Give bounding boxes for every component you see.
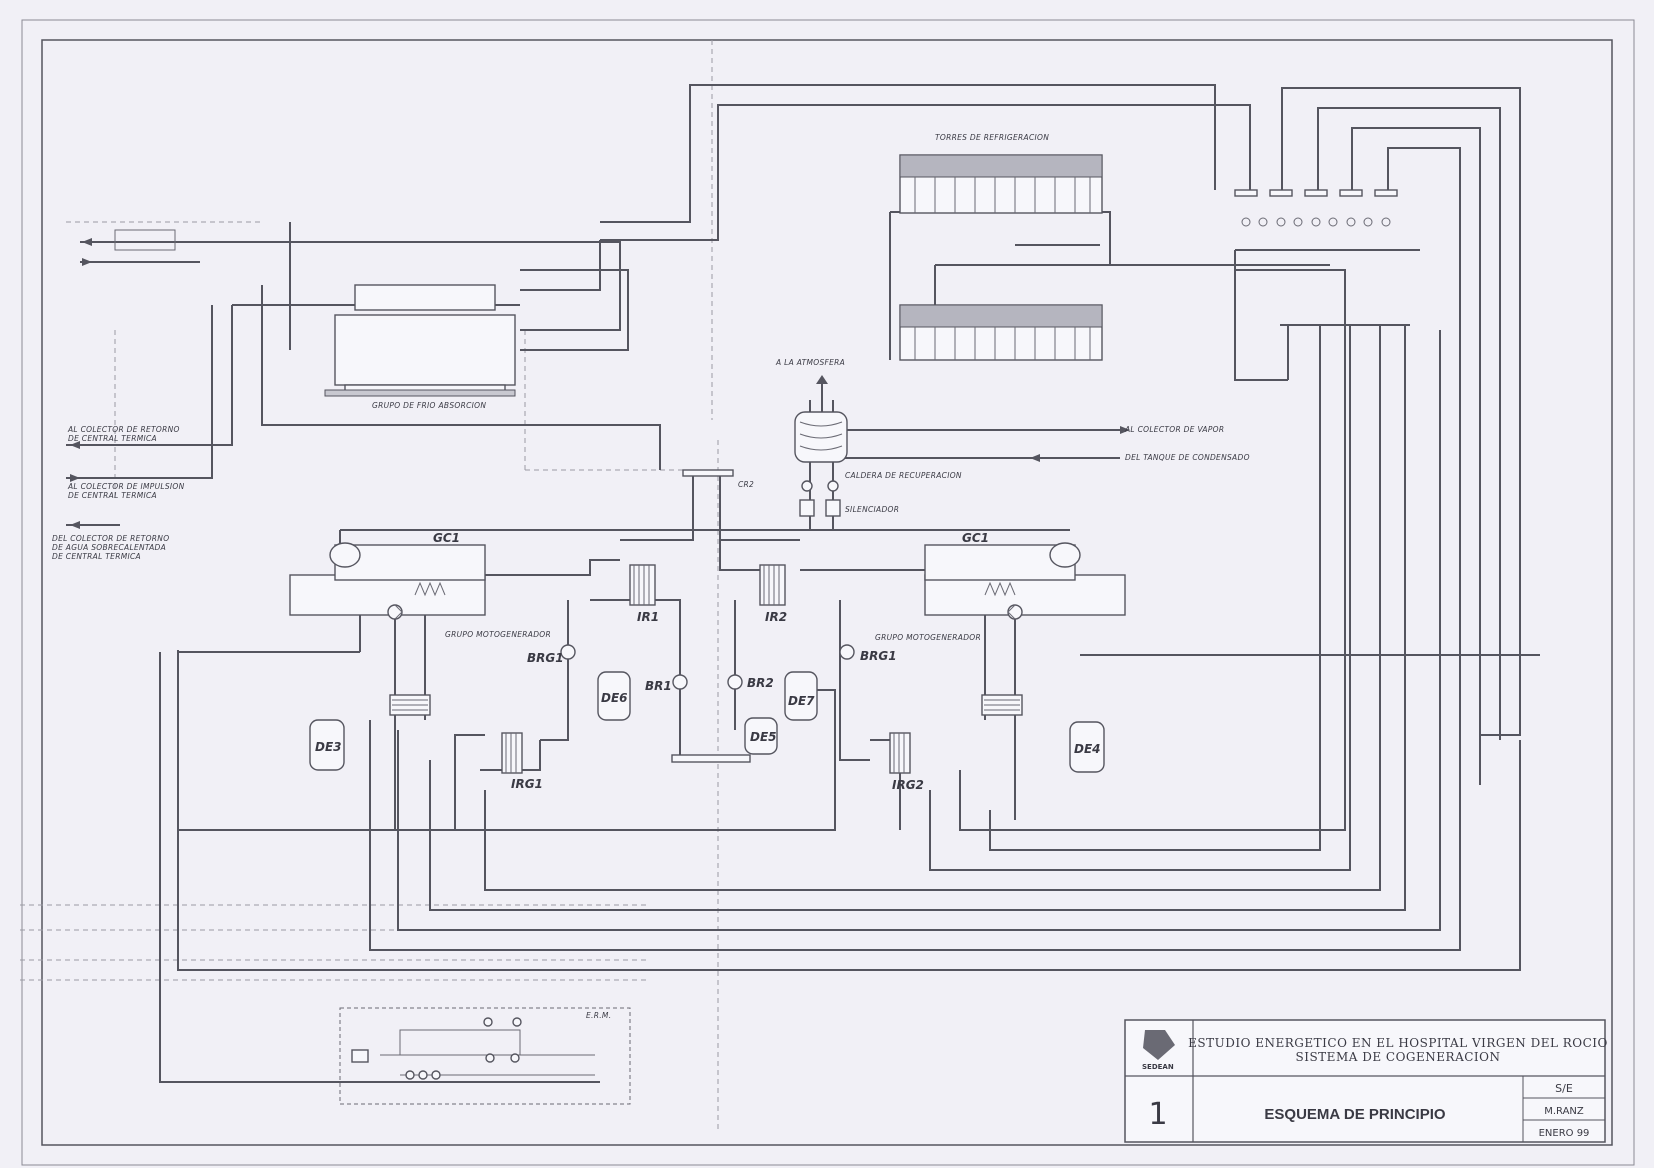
drawing-name: ESQUEMA DE PRINCIPIO <box>1264 1106 1445 1123</box>
heat-exchanger-irg2 <box>889 732 911 774</box>
title-line-1: ESTUDIO ENERGETICO EN EL HOSPITAL VIRGEN… <box>1188 1036 1608 1050</box>
date-value: ENERO 99 <box>1539 1128 1590 1139</box>
label-gc1-right: GC1 <box>962 531 989 545</box>
label-superheated-1: DEL COLECTOR DE RETORNO <box>52 534 169 543</box>
label-de3: DE3 <box>315 740 342 754</box>
label-return-collector-1: AL COLECTOR DE RETORNO <box>67 425 180 434</box>
expansion-tank-de5 <box>744 717 778 755</box>
label-irg1: IRG1 <box>511 777 543 791</box>
recovery-boiler <box>794 375 848 517</box>
label-ir2: IR2 <box>765 610 787 624</box>
heat-exchanger-irg1 <box>501 732 523 774</box>
heat-exchanger-ir2 <box>759 564 786 606</box>
label-impulsion-collector-2: DE CENTRAL TERMICA <box>68 491 157 500</box>
label-recovery-boiler: CALDERA DE RECUPERACION <box>845 471 962 480</box>
label-absorption-group: GRUPO DE FRIO ABSORCION <box>372 401 486 410</box>
pump-brg1-left <box>560 644 576 660</box>
absorption-chiller <box>114 229 516 397</box>
flow-arrows <box>70 238 1130 529</box>
label-de5: DE5 <box>750 730 777 744</box>
label-de4: DE4 <box>1074 742 1101 756</box>
label-brg1-left: BRG1 <box>527 651 564 665</box>
collector-pumps <box>1234 189 1398 227</box>
pump-br2 <box>727 674 743 690</box>
label-cr2: CR2 <box>738 480 754 489</box>
label-ir1: IR1 <box>637 610 659 624</box>
expansion-tank-de4 <box>1069 721 1105 773</box>
erm-station <box>339 1007 631 1105</box>
label-cooling-towers: TORRES DE REFRIGERACION <box>935 133 1049 142</box>
label-return-collector-2: DE CENTRAL TERMICA <box>68 434 157 443</box>
label-br2: BR2 <box>747 676 774 690</box>
plan-number: 1 <box>1148 1097 1167 1132</box>
outer-frame <box>21 19 1635 1166</box>
expansion-tank-de7 <box>784 671 818 721</box>
label-irg2: IRG2 <box>892 778 924 792</box>
pump-br1 <box>672 674 688 690</box>
pump-brg1-right <box>839 644 855 660</box>
label-de7: DE7 <box>788 694 815 708</box>
label-impulsion-collector-1: AL COLECTOR DE IMPULSION <box>67 482 185 491</box>
title-block <box>1124 1019 1606 1143</box>
label-steam-collector: AL COLECTOR DE VAPOR <box>1124 425 1224 434</box>
label-motogen-left: GRUPO MOTOGENERADOR <box>445 630 551 639</box>
expansion-tank-de6 <box>597 671 631 721</box>
label-brg1-right: BRG1 <box>860 649 897 663</box>
author-value: M.RANZ <box>1544 1106 1584 1117</box>
motogenerator-right <box>924 542 1126 716</box>
label-silencer: SILENCIADOR <box>845 505 899 514</box>
piping-network <box>66 84 1540 1083</box>
drawing-frame <box>41 39 1613 1146</box>
label-erm: E.R.M. <box>586 1011 611 1020</box>
label-condensate-tank: DEL TANQUE DE CONDENSADO <box>1125 453 1250 462</box>
expansion-tank-de3 <box>309 719 345 771</box>
cooling-tower-lower <box>899 304 1103 361</box>
label-gc1-left: GC1 <box>433 531 460 545</box>
heat-exchanger-ir1 <box>629 564 656 606</box>
title-line-2: SISTEMA DE COGENERACION <box>1296 1050 1501 1064</box>
motogenerator-left <box>289 542 486 716</box>
label-br1: BR1 <box>645 679 672 693</box>
company-logo-text: SEDEAN <box>1142 1063 1174 1071</box>
central-collector <box>671 754 751 763</box>
label-superheated-3: DE CENTRAL TERMICA <box>52 552 141 561</box>
label-motogen-right: GRUPO MOTOGENERADOR <box>875 633 981 642</box>
cr2-header <box>682 469 734 477</box>
scale-value: S/E <box>1555 1082 1573 1095</box>
label-de6: DE6 <box>601 691 628 705</box>
label-superheated-2: DE AGUA SOBRECALENTADA <box>52 543 166 552</box>
label-atmosphere: A LA ATMOSFERA <box>775 358 845 367</box>
cooling-tower-upper <box>899 154 1103 214</box>
